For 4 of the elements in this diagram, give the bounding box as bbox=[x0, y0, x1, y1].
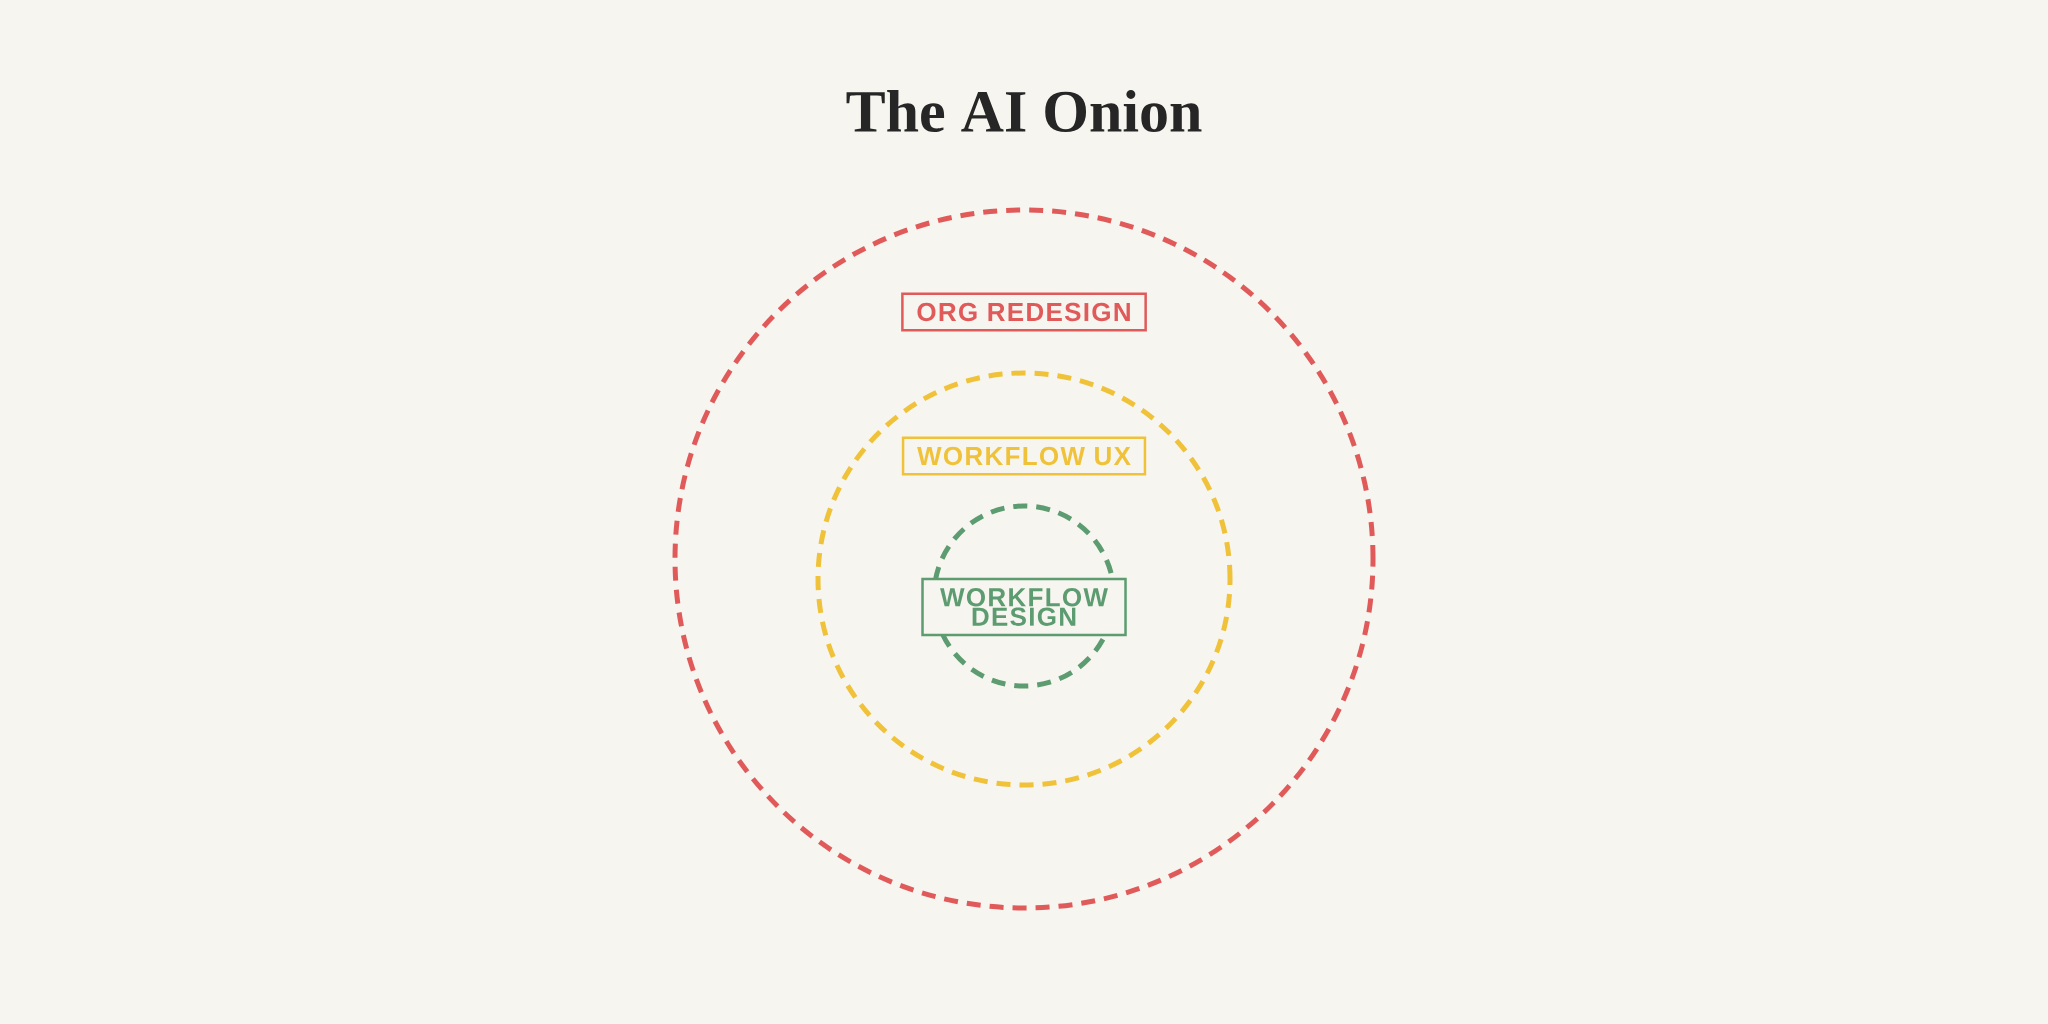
label-box: WORKFLOW UX bbox=[901, 436, 1147, 476]
label-box: WORKFLOW DESIGN bbox=[921, 577, 1127, 637]
label-box: ORG REDESIGN bbox=[901, 292, 1147, 332]
title: The AI Onion bbox=[846, 89, 1202, 133]
